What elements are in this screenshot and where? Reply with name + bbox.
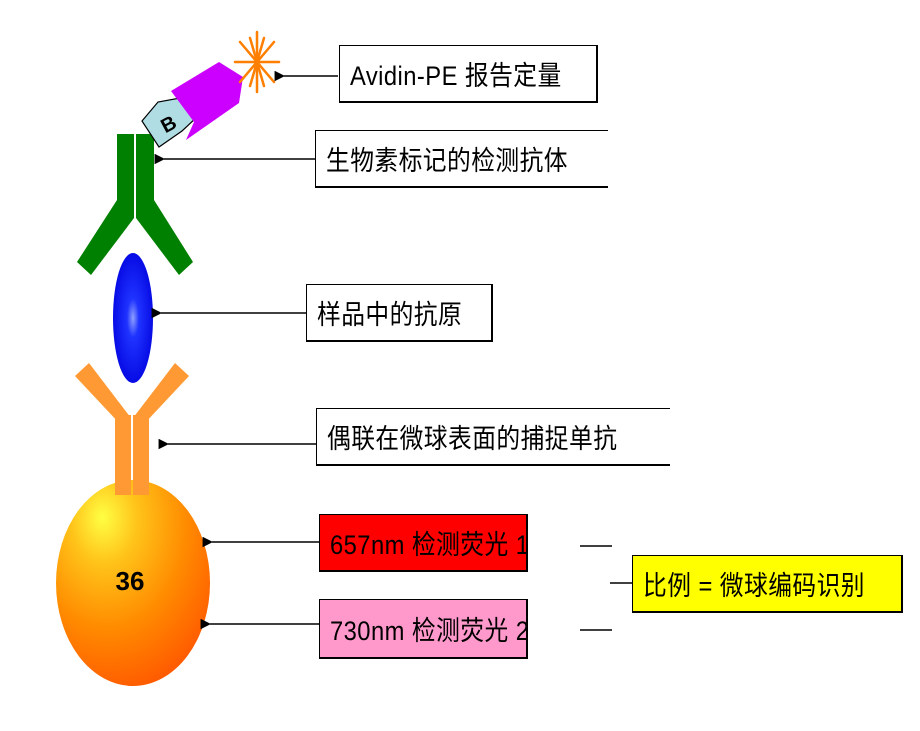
- capture-antibody-stem-right: [133, 415, 149, 495]
- label-fluor-730: 730nm 检测荧光 2: [319, 599, 530, 659]
- detection-antibody-arm-right: [136, 200, 193, 275]
- fluorescence-star-icon: [233, 30, 281, 94]
- label-reporter: Avidin-PE 报告定量: [339, 45, 598, 103]
- label-antigen: 样品中的抗原: [306, 284, 493, 342]
- capture-antibody-stem-left: [115, 415, 131, 495]
- detection-antibody-arm-left: [77, 200, 134, 275]
- detection-antibody: [77, 134, 193, 275]
- leader-lines: [151, 70, 632, 631]
- microsphere-code-label: 36: [116, 566, 145, 596]
- capture-antibody-arm-left: [75, 363, 131, 424]
- label-fluor-730-text: 730nm 检测荧光 2: [330, 616, 530, 646]
- label-fluor-657: 657nm 检测荧光 1: [319, 514, 530, 572]
- detection-antibody-stem-left: [117, 134, 134, 212]
- label-detection-antibody-text: 生物素标记的检测抗体: [326, 146, 568, 176]
- label-antigen-text: 样品中的抗原: [317, 300, 463, 330]
- microsphere-body: [56, 480, 210, 686]
- label-fluor-657-text: 657nm 检测荧光 1: [330, 530, 530, 560]
- label-ratio: 比例 = 微球编码识别: [632, 555, 903, 613]
- label-capture-antibody: 偶联在微球表面的捕捉单抗: [316, 408, 670, 466]
- capture-antibody-arm-right: [133, 363, 189, 424]
- detection-antibody-stem-right: [136, 134, 154, 212]
- antigen-shape: [113, 253, 153, 383]
- label-capture-antibody-text: 偶联在微球表面的捕捉单抗: [327, 424, 618, 454]
- label-ratio-text: 比例 = 微球编码识别: [643, 571, 866, 601]
- microsphere: 36: [56, 480, 210, 686]
- capture-antibody: [75, 363, 189, 495]
- biotin-tag: B: [141, 97, 197, 148]
- label-detection-antibody: 生物素标记的检测抗体: [315, 130, 608, 188]
- avidin-pe-reporter: [171, 62, 243, 140]
- label-reporter-text: Avidin-PE 报告定量: [350, 61, 562, 91]
